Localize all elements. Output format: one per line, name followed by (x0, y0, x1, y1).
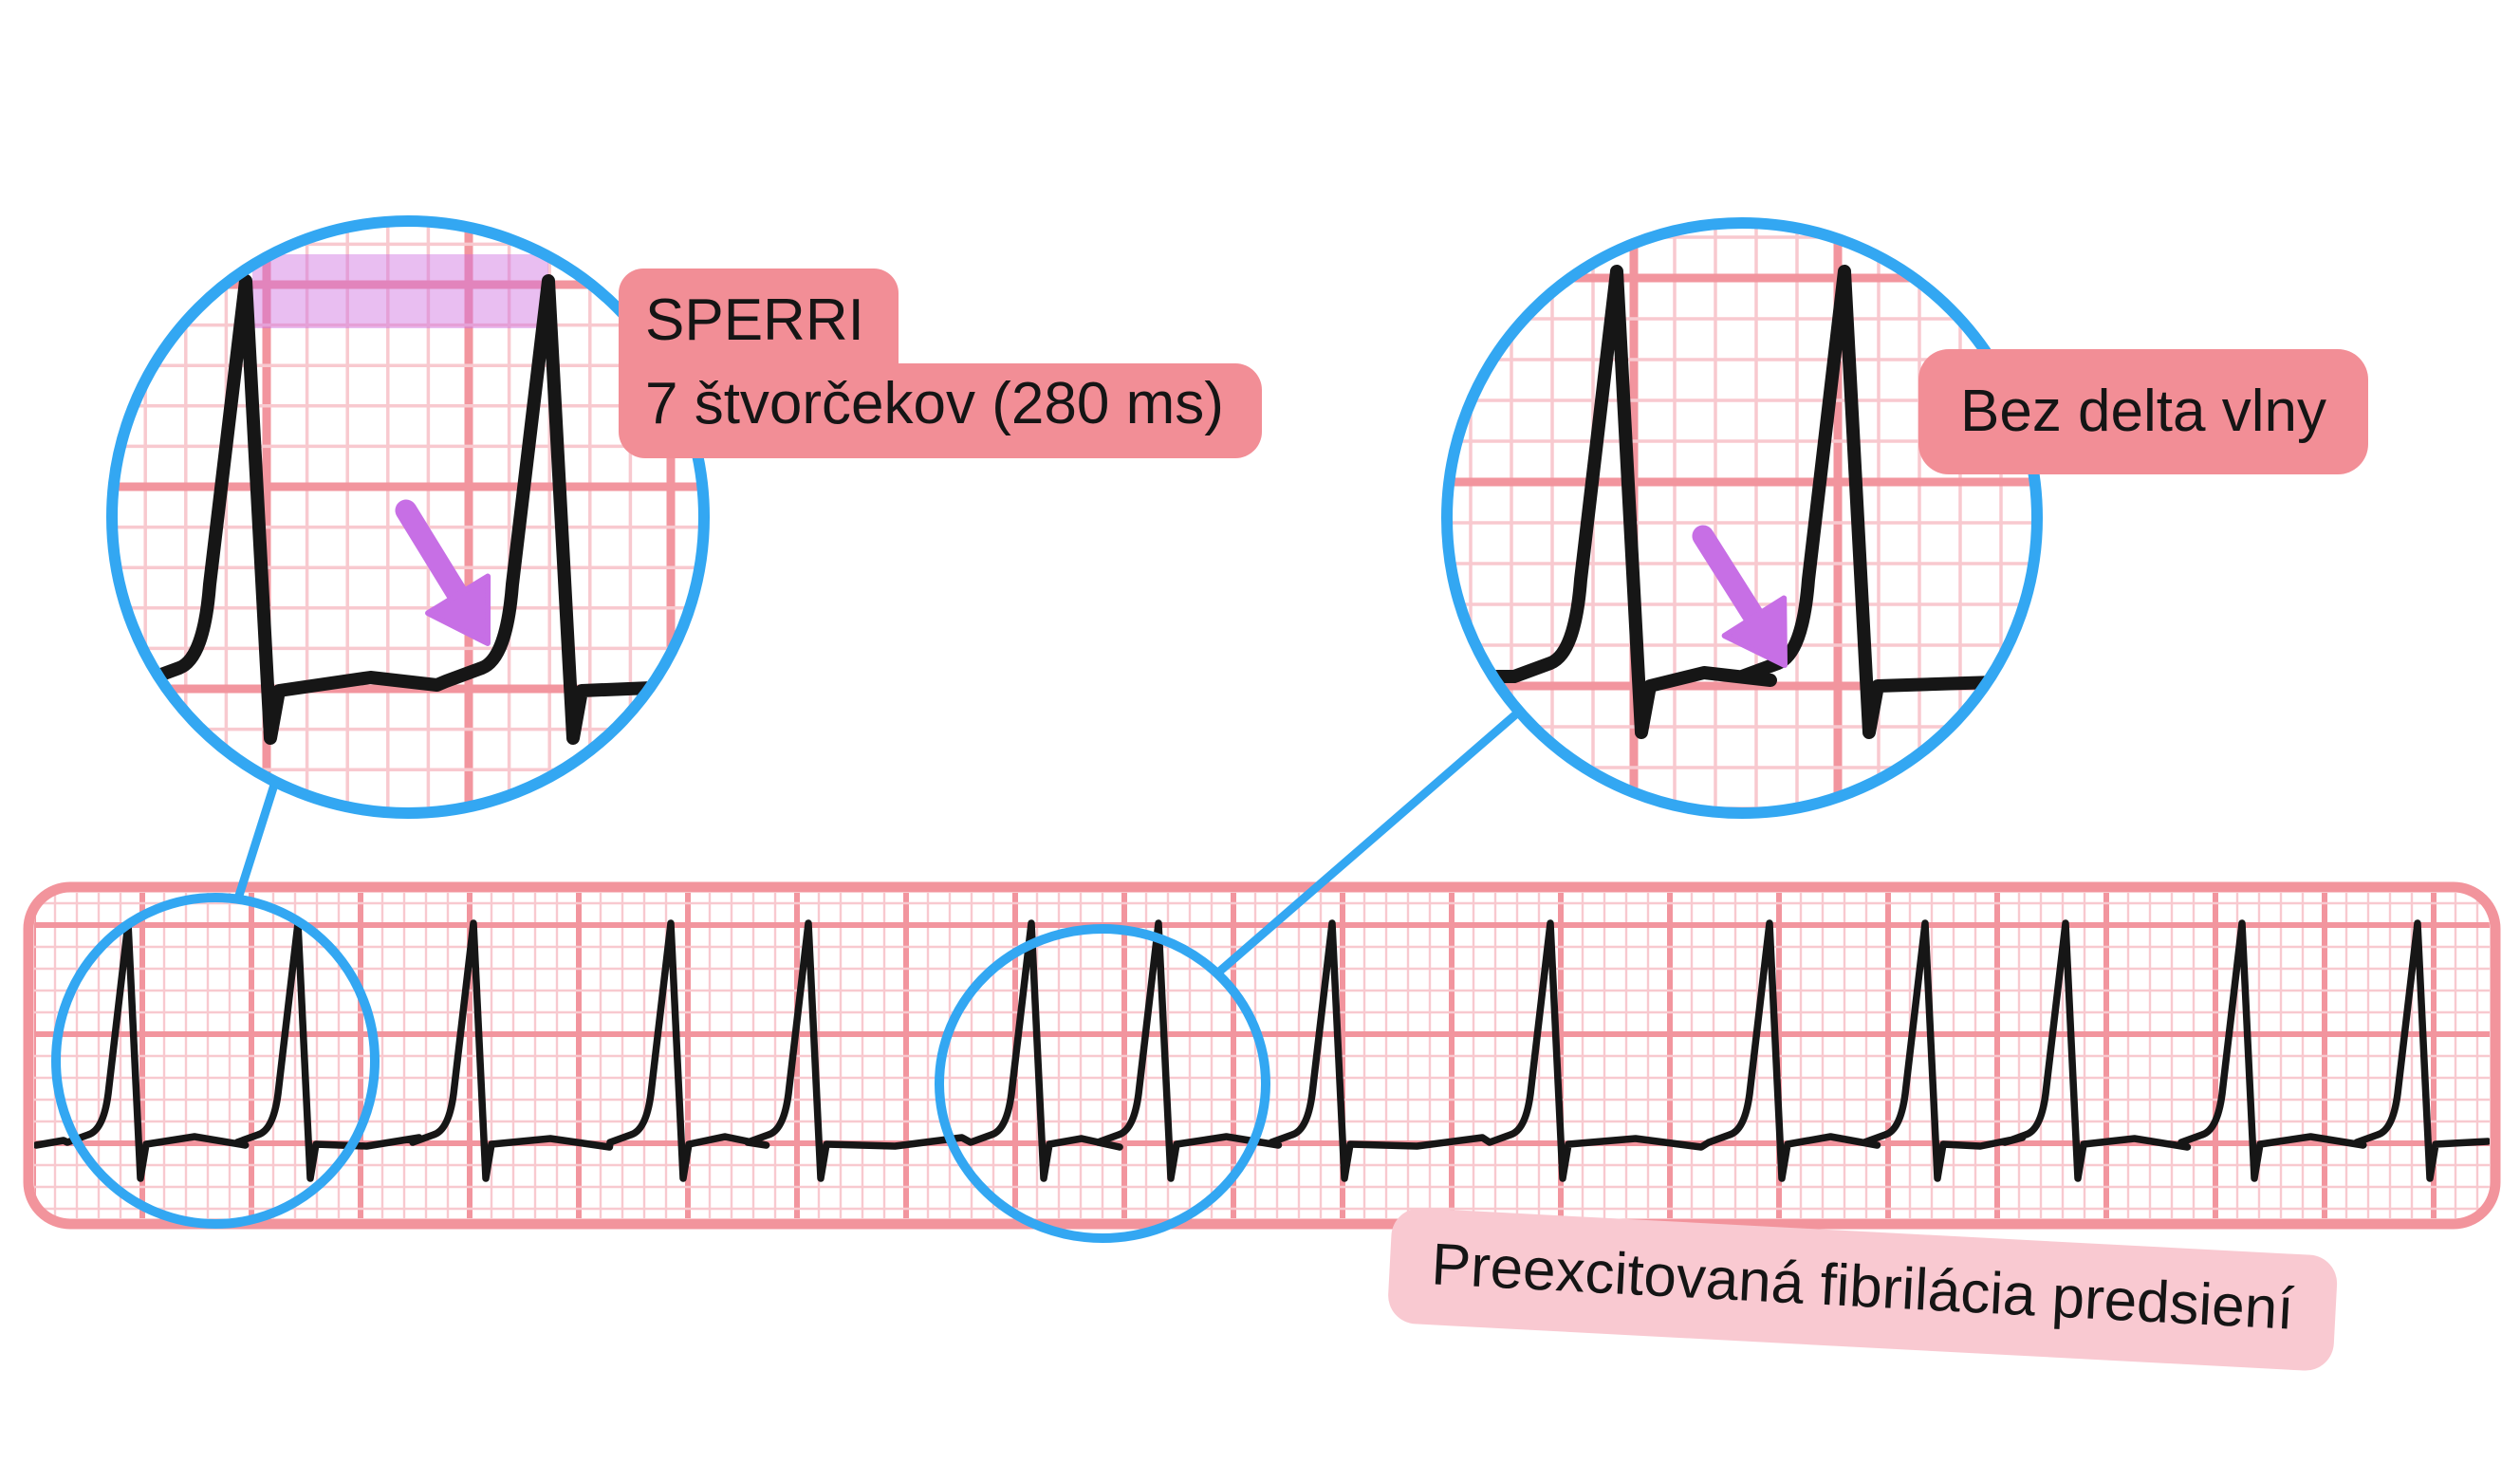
arrow-shaft (395, 499, 473, 613)
magnified-ecg-trace (116, 274, 700, 745)
highlight-ellipse (935, 924, 1270, 1243)
arrow-head-icon (1721, 595, 1788, 668)
magnified-ecg-trace (1451, 265, 2033, 739)
magnifier-connector-lines (233, 707, 1524, 977)
connector-line (1214, 707, 1524, 977)
magnifier-left (106, 215, 710, 819)
magnifier-ring (1441, 217, 2043, 819)
sperri-callout-line2: 7 štvorčekov (280 ms) (619, 362, 1262, 458)
no-delta-wave-callout: Bez delta vlny (1918, 349, 2368, 474)
connector-line (233, 777, 280, 903)
highlight-ellipses (51, 893, 1270, 1243)
strip-border (23, 881, 2501, 1230)
sperri-callout-line1: SPERRI (619, 269, 899, 363)
highlight-ellipse (51, 893, 380, 1229)
strip-ecg-trace (34, 919, 2490, 1182)
magnifier-right (1441, 217, 2043, 819)
arrow-shaft (1692, 525, 1770, 635)
magnifier-ring (106, 215, 710, 819)
magnifier-circles (106, 215, 2043, 819)
sperri-interval-band (252, 254, 548, 328)
sperri-callout: SPERRI 7 štvorčekov (280 ms) (619, 269, 1262, 458)
arrow-head-icon (425, 573, 491, 646)
